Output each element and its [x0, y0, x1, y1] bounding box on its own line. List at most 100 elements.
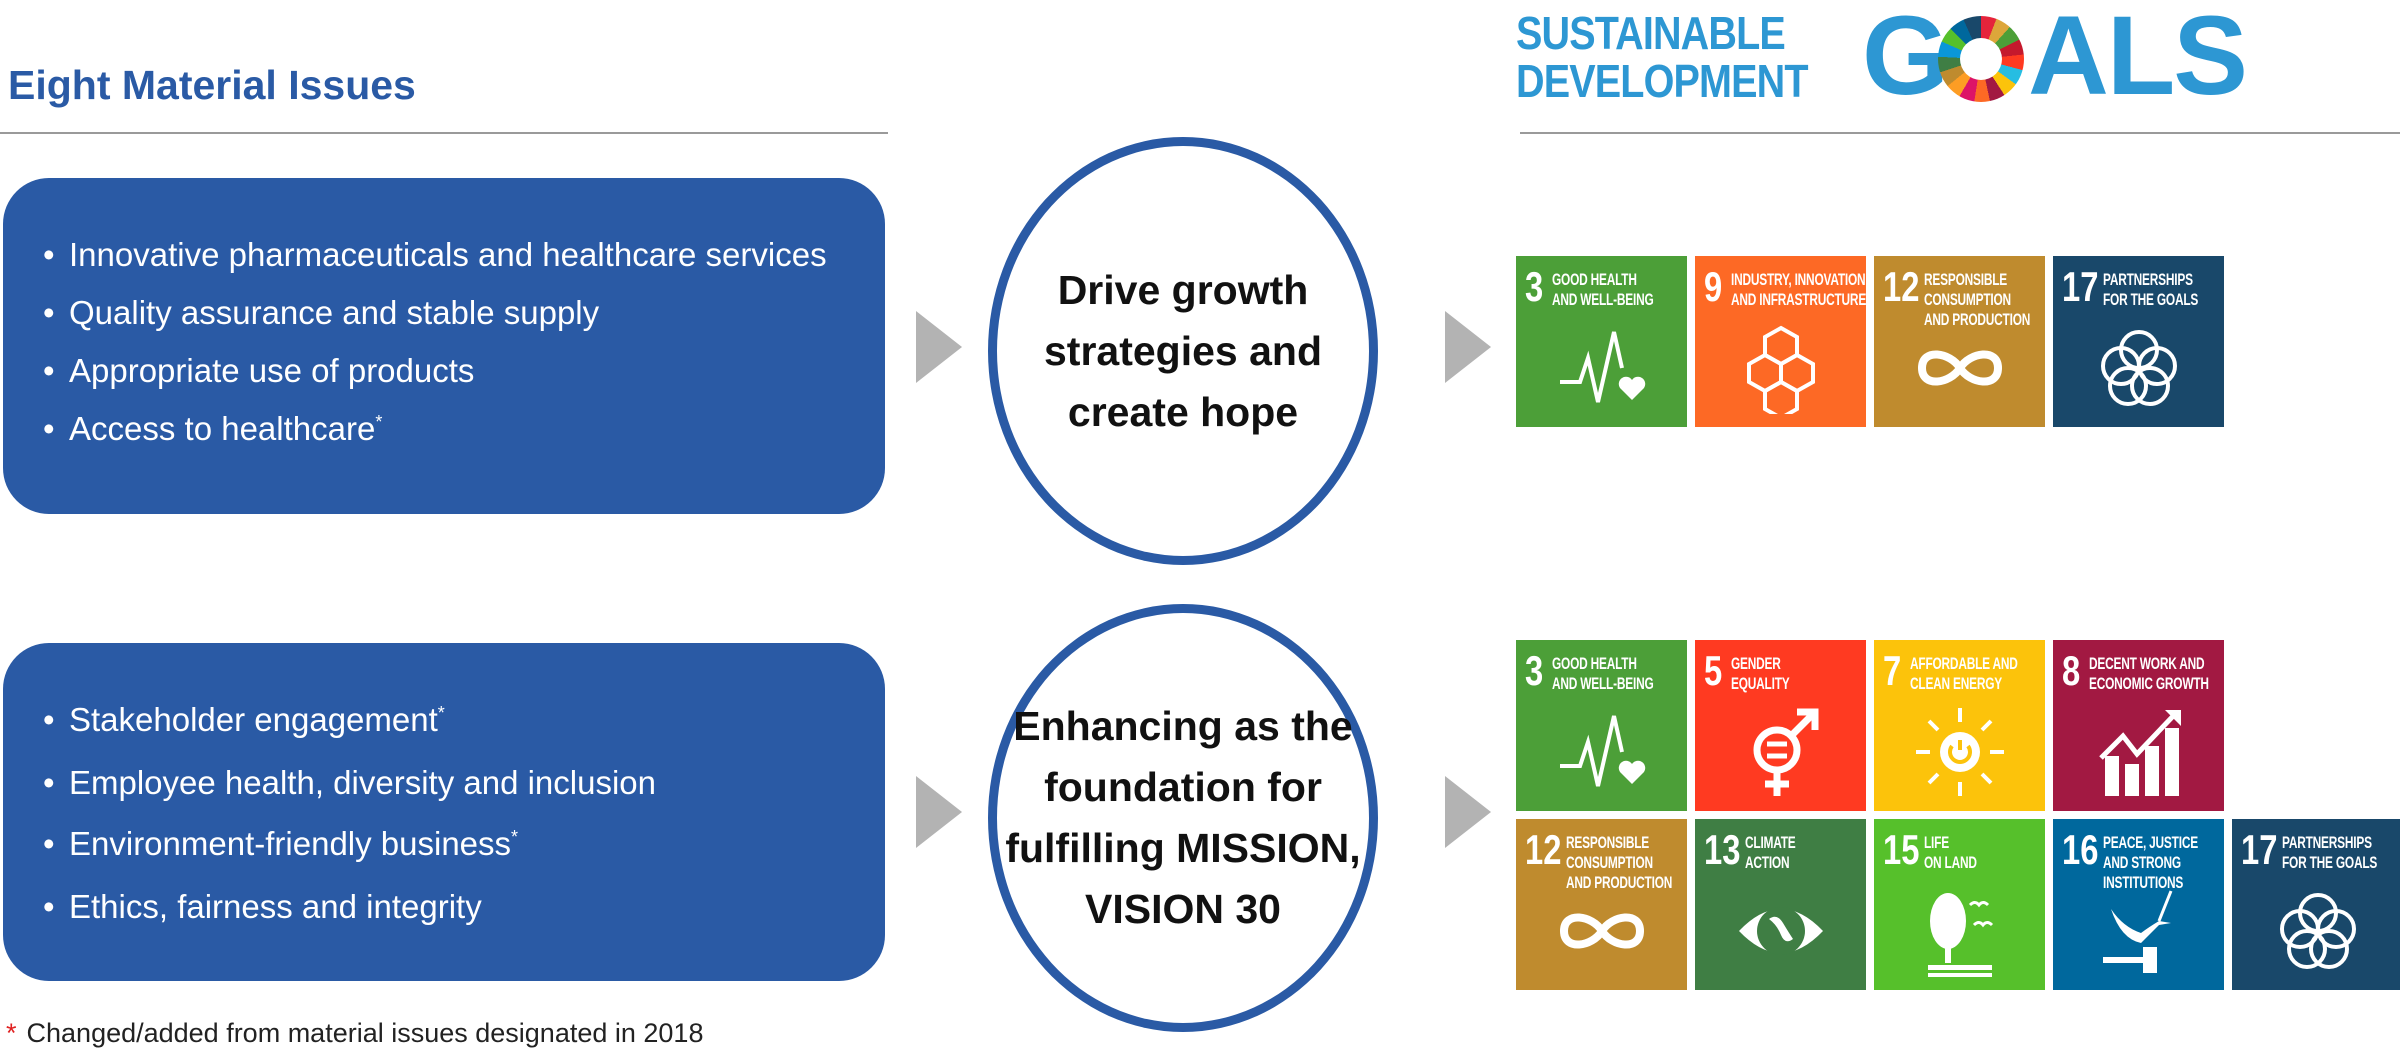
issue-text: Innovative pharmaceuticals and healthcar…: [69, 236, 827, 273]
rings-icon: [2101, 330, 2177, 406]
sdg-label: DECENT WORK AND ECONOMIC GROWTH: [2089, 654, 2209, 693]
sun-power-icon: [1916, 708, 2004, 796]
arrow-right-icon: [916, 311, 962, 383]
gender-icon: [1753, 708, 1819, 796]
material-issues-box-foundation: •Stakeholder engagement*•Employee health…: [3, 643, 885, 981]
bullet-icon: •: [43, 888, 55, 925]
sdg-label: PEACE, JUSTICE AND STRONG INSTITUTIONS: [2103, 833, 2198, 892]
bullet-icon: •: [43, 352, 55, 389]
earth-eye-icon: [1739, 907, 1823, 955]
sdg-number: 13: [1704, 826, 1741, 873]
sdg-label: RESPONSIBLE CONSUMPTION AND PRODUCTION: [1924, 270, 2031, 329]
sdg-number: 5: [1704, 647, 1723, 694]
bullet-icon: •: [43, 294, 55, 331]
cubes-icon: [1747, 325, 1815, 414]
logo-rest: ALS: [2028, 0, 2248, 118]
bullet-icon: •: [43, 825, 55, 862]
sdg-number: 9: [1704, 263, 1723, 310]
logo-line1: SUSTAINABLE: [1516, 7, 1786, 59]
infinity-icon: [1559, 913, 1645, 949]
sdg-number: 3: [1525, 647, 1544, 694]
growth-chart-icon: [2099, 710, 2181, 796]
bullet-icon: •: [43, 410, 55, 447]
footnote-star: *: [6, 1018, 17, 1048]
bullet-icon: •: [43, 236, 55, 273]
sdg-wheel-icon: [1938, 16, 2024, 102]
arrow-right-icon: [916, 776, 962, 848]
circle-text: Drive growth strategies and create hope: [1044, 266, 1322, 435]
sdg-number: 17: [2241, 826, 2278, 873]
sdg-label: AFFORDABLE AND CLEAN ENERGY: [1910, 654, 2018, 693]
circle-text: Enhancing as the foundation for fulfilli…: [1005, 703, 1361, 932]
footnote: * Changed/added from material issues desi…: [6, 1018, 703, 1049]
logo-g: G: [1862, 0, 1949, 118]
sdg-label: PARTNERSHIPS FOR THE GOALS: [2103, 270, 2199, 309]
changed-mark: *: [437, 703, 445, 723]
logo-line2: DEVELOPMENT: [1516, 55, 1809, 107]
material-issue-item: • Appropriate use of products: [43, 352, 474, 390]
sdg-label: GOOD HEALTH AND WELL-BEING: [1552, 654, 1654, 693]
issue-text: Stakeholder engagement: [69, 701, 438, 738]
footnote-text: Changed/added from material issues desig…: [26, 1018, 704, 1048]
issue-text: Ethics, fairness and integrity: [69, 888, 482, 925]
rings-icon: [2280, 893, 2356, 969]
issue-text: Appropriate use of products: [69, 352, 475, 389]
sdg-label: CLIMATE ACTION: [1745, 833, 1796, 872]
sdg-label: GENDER EQUALITY: [1731, 654, 1790, 693]
sdg-number: 12: [1525, 826, 1562, 873]
sdg-divider: [1520, 132, 2400, 134]
issue-text: Access to healthcare: [69, 410, 376, 447]
sdg-number: 3: [1525, 263, 1544, 310]
sdg-number: 12: [1883, 263, 1920, 310]
material-issue-item: • Innovative pharmaceuticals and healthca…: [43, 236, 827, 274]
issue-text: Environment-friendly business: [69, 825, 512, 862]
material-issues-box-growth: • Innovative pharmaceuticals and healthca…: [3, 178, 885, 514]
heartbeat-icon: [1560, 715, 1646, 787]
material-issue-item: • Employee health, diversity and inclusio…: [43, 764, 656, 802]
material-issue-item: • Quality assurance and stable supply: [43, 294, 599, 332]
tree-icon: [1928, 893, 1994, 977]
title-divider: [0, 132, 888, 134]
material-issue-item: • Ethics, fairness and integrity: [43, 888, 482, 926]
sdg-number: 16: [2062, 826, 2099, 873]
sdg-number: 8: [2062, 647, 2081, 694]
material-issue-item: • Environment-friendly business*: [43, 825, 518, 863]
section-title: Eight Material Issues: [8, 62, 416, 108]
arrow-right-icon: [1445, 776, 1491, 848]
sdg-label: RESPONSIBLE CONSUMPTION AND PRODUCTION: [1566, 833, 1673, 892]
dove-gavel-icon: [2103, 890, 2173, 973]
issue-text: Quality assurance and stable supply: [69, 294, 600, 331]
bullet-icon: •: [43, 764, 55, 801]
heartbeat-icon: [1560, 331, 1646, 403]
sdg-number: 15: [1883, 826, 1920, 873]
sdg-label: PARTNERSHIPS FOR THE GOALS: [2282, 833, 2378, 872]
material-issue-item: • Access to healthcare*: [43, 410, 382, 448]
sdg-number: 7: [1883, 647, 1902, 694]
infinity-icon: [1917, 350, 2003, 386]
arrow-right-icon: [1445, 311, 1491, 383]
changed-mark: *: [511, 827, 519, 847]
changed-mark: *: [375, 412, 383, 432]
bullet-icon: •: [43, 701, 55, 738]
foundation-circle: Enhancing as the foundation for fulfilli…: [988, 604, 1378, 1032]
material-issue-item: • Stakeholder engagement*: [43, 701, 445, 739]
sdg-number: 17: [2062, 263, 2099, 310]
sdg-label: INDUSTRY, INNOVATION AND INFRASTRUCTURE: [1731, 270, 1866, 309]
sdg-label: GOOD HEALTH AND WELL-BEING: [1552, 270, 1654, 309]
growth-strategy-circle: Drive growth strategies and create hope: [988, 137, 1378, 565]
issue-text: Employee health, diversity and inclusion: [69, 764, 656, 801]
sdg-label: LIFE ON LAND: [1924, 833, 1977, 872]
